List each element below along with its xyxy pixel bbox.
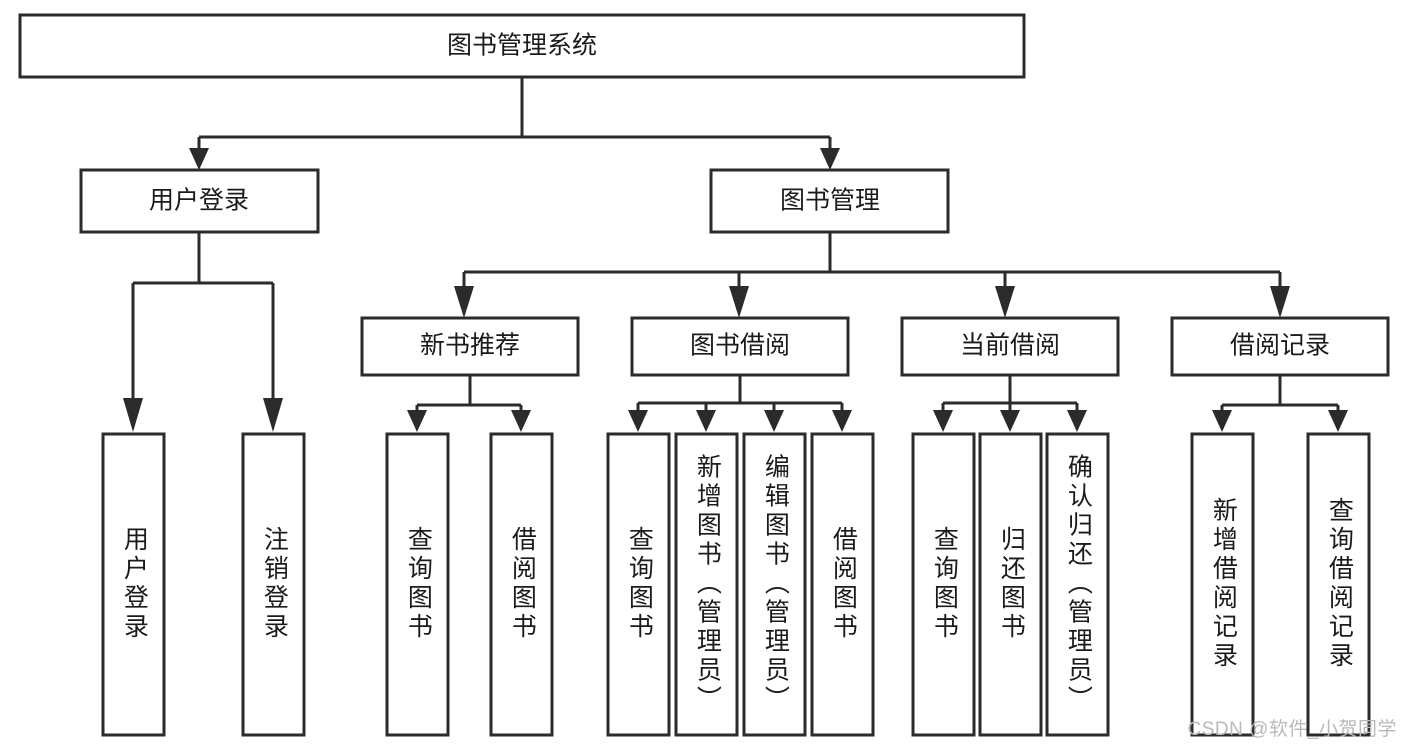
node-leaf-query-book-2-box[interactable] bbox=[606, 432, 671, 737]
node-leaf-query-book-3-label: 查询图书 bbox=[930, 526, 959, 642]
node-new-book-recommend[interactable]: 新书推荐 bbox=[360, 316, 580, 377]
node-leaf-query-record[interactable]: 查询借阅记录 bbox=[1306, 432, 1371, 737]
node-current-borrow-label: 当前借阅 bbox=[960, 332, 1060, 360]
node-leaf-borrow-book-2[interactable]: 借阅图书 bbox=[810, 432, 875, 737]
node-leaf-add-book-box[interactable] bbox=[674, 432, 739, 737]
connector-group-root bbox=[189, 78, 840, 170]
node-root-box[interactable] bbox=[18, 13, 1026, 79]
node-leaf-borrow-book-1[interactable]: 借阅图书 bbox=[489, 432, 554, 737]
arrow-head-current-borrow bbox=[995, 286, 1015, 318]
arrow-head-leaf-edit-book bbox=[764, 410, 784, 432]
node-leaf-query-book-3[interactable]: 查询图书 bbox=[911, 432, 976, 737]
node-leaf-add-record-label: 新增借阅记录 bbox=[1209, 497, 1238, 671]
node-leaf-query-book-1-label: 查询图书 bbox=[404, 526, 433, 642]
arrow-head-leaf-borrow-book-2 bbox=[832, 410, 852, 432]
arrow-head-leaf-add-book bbox=[696, 410, 716, 432]
node-leaf-query-book-1[interactable]: 查询图书 bbox=[385, 432, 450, 737]
node-leaf-borrow-book-1-box[interactable] bbox=[489, 432, 554, 737]
arrow-head-borrow-record bbox=[1270, 286, 1290, 318]
node-borrow-record[interactable]: 借阅记录 bbox=[1170, 316, 1390, 377]
node-leaf-confirm-return[interactable]: 确认归还（管理员） bbox=[1045, 432, 1110, 737]
connector-group-borrow-record bbox=[1212, 375, 1348, 432]
arrow-head-leaf-query-record bbox=[1328, 410, 1348, 432]
node-book-borrow[interactable]: 图书借阅 bbox=[630, 316, 850, 377]
arrow-head-leaf-query-book-3 bbox=[933, 410, 953, 432]
node-leaf-confirm-return-box[interactable] bbox=[1045, 432, 1110, 737]
node-user-login-label: 用户登录 bbox=[149, 187, 249, 215]
node-new-book-recommend-label: 新书推荐 bbox=[420, 332, 520, 360]
node-leaf-query-book-1-box[interactable] bbox=[385, 432, 450, 737]
node-leaf-borrow-book-2-box[interactable] bbox=[810, 432, 875, 737]
node-book-management[interactable]: 图书管理 bbox=[709, 168, 950, 234]
node-leaf-user-login-box[interactable] bbox=[101, 432, 166, 737]
node-leaf-query-record-box[interactable] bbox=[1306, 432, 1371, 737]
node-leaf-add-record[interactable]: 新增借阅记录 bbox=[1190, 432, 1255, 737]
arrow-head-leaf-query-book-1 bbox=[407, 410, 427, 432]
node-leaf-edit-book[interactable]: 编辑图书（管理员） bbox=[742, 432, 807, 737]
node-new-book-recommend-box[interactable] bbox=[360, 316, 580, 377]
node-book-borrow-box[interactable] bbox=[630, 316, 850, 377]
node-leaf-query-book-2-label: 查询图书 bbox=[625, 526, 654, 642]
node-leaf-user-login[interactable]: 用户登录 bbox=[101, 432, 166, 737]
connector-group-new-book-recommend bbox=[407, 375, 531, 432]
connector-group-user-login bbox=[123, 232, 283, 432]
arrow-head-leaf-user-login bbox=[123, 398, 143, 432]
arrow-head-leaf-user-logout bbox=[263, 398, 283, 432]
node-leaf-query-book-2[interactable]: 查询图书 bbox=[606, 432, 671, 737]
node-root-label: 图书管理系统 bbox=[447, 32, 597, 60]
node-leaf-add-record-box[interactable] bbox=[1190, 432, 1255, 737]
arrow-head-leaf-return-book bbox=[1000, 410, 1020, 432]
arrow-head-leaf-add-record bbox=[1212, 410, 1232, 432]
node-borrow-record-label: 借阅记录 bbox=[1230, 332, 1330, 360]
node-leaf-user-login-label: 用户登录 bbox=[120, 526, 149, 642]
node-leaf-return-book-box[interactable] bbox=[978, 432, 1043, 737]
connector-group-book-management bbox=[454, 232, 1290, 318]
node-leaf-confirm-return-label: 确认归还（管理员） bbox=[1064, 454, 1093, 715]
node-leaf-user-logout-label: 注销登录 bbox=[260, 526, 289, 642]
node-user-login[interactable]: 用户登录 bbox=[79, 168, 320, 234]
node-leaf-user-logout[interactable]: 注销登录 bbox=[241, 432, 306, 737]
node-leaf-add-book-label: 新增图书（管理员） bbox=[693, 454, 722, 715]
node-book-borrow-label: 图书借阅 bbox=[690, 332, 790, 360]
node-leaf-return-book[interactable]: 归还图书 bbox=[978, 432, 1043, 737]
node-current-borrow[interactable]: 当前借阅 bbox=[900, 316, 1120, 377]
arrow-head-book-borrow bbox=[729, 286, 749, 318]
node-leaf-query-record-label: 查询借阅记录 bbox=[1325, 497, 1354, 671]
arrow-head-leaf-borrow-book-1 bbox=[511, 410, 531, 432]
node-current-borrow-box[interactable] bbox=[900, 316, 1120, 377]
node-leaf-return-book-label: 归还图书 bbox=[997, 526, 1026, 642]
arrow-head-book-management bbox=[820, 148, 840, 170]
node-root[interactable]: 图书管理系统 bbox=[18, 13, 1026, 79]
node-leaf-query-book-3-box[interactable] bbox=[911, 432, 976, 737]
arrow-head-leaf-query-book-2 bbox=[628, 410, 648, 432]
node-leaf-edit-book-box[interactable] bbox=[742, 432, 807, 737]
node-leaf-edit-book-label: 编辑图书（管理员） bbox=[761, 454, 790, 715]
csdn-watermark: CSDN @软件_小贺同学 bbox=[1187, 719, 1397, 740]
node-book-management-label: 图书管理 bbox=[780, 187, 880, 215]
node-leaf-user-logout-box[interactable] bbox=[241, 432, 306, 737]
node-leaf-borrow-book-2-label: 借阅图书 bbox=[829, 526, 858, 642]
arrow-head-leaf-confirm-return bbox=[1067, 410, 1087, 432]
node-leaf-borrow-book-1-label: 借阅图书 bbox=[508, 526, 537, 642]
arrow-head-user-login bbox=[189, 148, 209, 170]
node-leaf-add-book[interactable]: 新增图书（管理员） bbox=[674, 432, 739, 737]
node-book-management-box[interactable] bbox=[709, 168, 950, 234]
arrow-head-new-book-recommend bbox=[454, 286, 474, 318]
connector-group-book-borrow bbox=[628, 375, 852, 432]
node-user-login-box[interactable] bbox=[79, 168, 320, 234]
connector-group-current-borrow bbox=[933, 375, 1087, 432]
node-borrow-record-box[interactable] bbox=[1170, 316, 1390, 377]
